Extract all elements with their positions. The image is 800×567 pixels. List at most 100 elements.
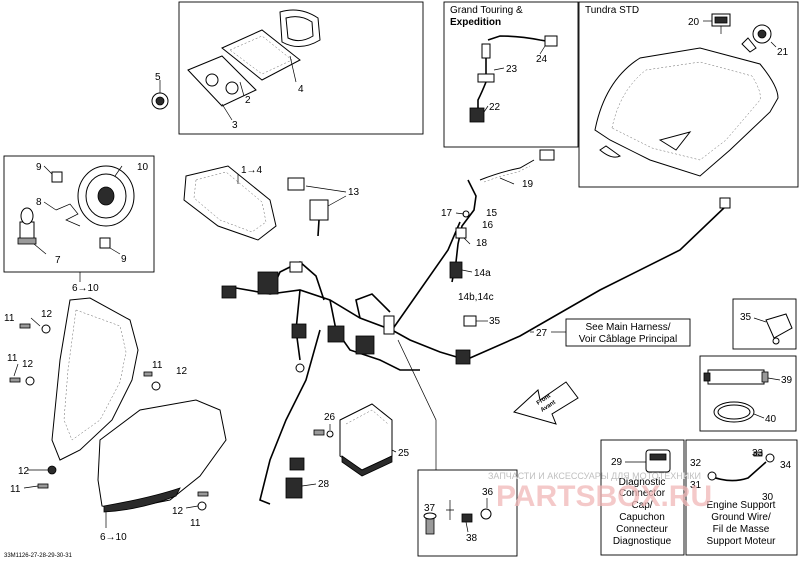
washer-12c (151, 381, 161, 391)
grand-touring-box-frame (443, 1, 579, 148)
callout-5: 5 (155, 72, 161, 83)
diag-note-line5: Connecteur (616, 524, 668, 535)
ground-wire-box-frame (685, 439, 798, 556)
leader-38 (465, 521, 469, 533)
callout-12a: 12 (41, 309, 53, 320)
leader-13b (327, 195, 347, 207)
leader-13a (305, 185, 347, 193)
watermark-tagline: ЗАПЧАСТИ И АКСЕССУАРЫ ДЛЯ МОТОТЕХНИКИ (488, 471, 701, 481)
leader-23 (493, 67, 505, 71)
callout-15: 15 (486, 208, 498, 219)
tundra-console-drawing (594, 47, 779, 177)
callout-10: 10 (137, 162, 149, 173)
callout-6to10-bottom: 6→10 (100, 532, 127, 543)
switch-chain-drawing (449, 149, 555, 283)
callout-35b: 35 (740, 312, 752, 323)
spring-clip-drawing (55, 203, 81, 227)
callout-18: 18 (476, 238, 488, 249)
callout-36: 36 (482, 487, 494, 498)
gauge-housing-drawing (187, 55, 257, 107)
callout-32: 32 (690, 458, 702, 469)
callout-28: 28 (318, 479, 330, 490)
leader-25 (391, 449, 397, 453)
leader-2 (239, 81, 245, 97)
front-arrow-drawing: Front Avant (513, 381, 579, 425)
sensor-13-drawing (287, 177, 329, 237)
washer-12a (41, 324, 51, 334)
screw-11d (37, 483, 49, 489)
callout-29: 29 (611, 457, 623, 468)
leader-3 (221, 103, 233, 121)
callout-34: 34 (780, 460, 792, 471)
screw-11e (197, 491, 209, 497)
wiring-harness-drawing (221, 221, 471, 505)
callout-23: 23 (506, 64, 518, 75)
main-harness-note-fr: Voir Câblage Principal (579, 334, 677, 345)
small-bulb-top-drawing (51, 171, 63, 183)
connector-35-drawing (463, 315, 477, 327)
callout-38: 38 (466, 533, 478, 544)
hose-clamp-drawing (713, 401, 755, 423)
switch-21-drawing (741, 24, 772, 53)
grease-box-frame (699, 355, 797, 432)
heated-grip-connector-drawing (469, 35, 558, 123)
bulb-drawing (17, 207, 37, 245)
leader-11d (23, 485, 39, 489)
leader-7 (33, 243, 47, 255)
grand-touring-title: Grand Touring & (450, 5, 523, 16)
main-harness-note-en: See Main Harness/ (585, 322, 670, 333)
leader-11a (30, 317, 41, 327)
leader-10 (114, 165, 123, 177)
ground-note-line3: Fil de Masse (713, 524, 770, 535)
leader-9b (109, 247, 121, 255)
callout-40: 40 (765, 414, 777, 425)
callout-11b: 11 (7, 353, 18, 364)
connector-28-drawing (285, 457, 305, 499)
callout-37: 37 (424, 503, 436, 514)
leader-21 (770, 41, 777, 48)
callout-35a: 35 (489, 316, 501, 327)
callout-11a: 11 (4, 313, 15, 324)
callout-27: 27 (536, 328, 548, 339)
leader-39 (767, 377, 781, 381)
gauge-lens-drawing (221, 29, 301, 81)
callout-25: 25 (398, 448, 410, 459)
washer-12d (47, 465, 57, 475)
headlamp-box-frame (3, 155, 155, 273)
leader-24 (539, 45, 546, 55)
ground-wire-drawing (707, 451, 775, 482)
callout-31: 31 (690, 480, 702, 491)
leader-14a (461, 269, 473, 273)
screw-11c (143, 371, 153, 377)
callout-33: 33 (752, 448, 764, 459)
callout-20: 20 (688, 17, 700, 28)
headlamp-lens-drawing (97, 399, 227, 513)
screw-11b (9, 377, 21, 383)
fastener-drawing (423, 500, 492, 535)
callout-19: 19 (522, 179, 534, 190)
leader-35b (753, 317, 767, 323)
voltage-regulator-drawing (339, 403, 393, 477)
diagnostic-cap-drawing (645, 449, 671, 473)
cable-27-drawing (469, 197, 731, 359)
tundra-title: Tundra STD (585, 5, 639, 16)
callout-1to4: 1→4 (241, 165, 263, 176)
tundra-box-frame (578, 1, 799, 188)
callout-11d: 11 (10, 484, 21, 495)
callout-8: 8 (36, 197, 42, 208)
switch-20-drawing (711, 13, 731, 34)
callout-11e: 11 (190, 518, 201, 529)
leader-12e (185, 505, 199, 509)
small-bulb-bottom-drawing (99, 237, 111, 249)
diag-note-line3: Cap/ (631, 500, 652, 511)
callout-3: 3 (232, 120, 238, 131)
screw-11a (19, 323, 31, 329)
gauge-box-frame (178, 1, 424, 135)
headlamp-reflector-drawing (77, 165, 135, 227)
callout-14bc: 14b,14c (458, 292, 494, 303)
ground-note-line4: Support Moteur (707, 536, 777, 547)
callout-24: 24 (536, 54, 548, 65)
leader-19 (499, 177, 515, 185)
washer-12b (25, 376, 35, 386)
diag-note-line4: Capuchon (619, 512, 665, 523)
